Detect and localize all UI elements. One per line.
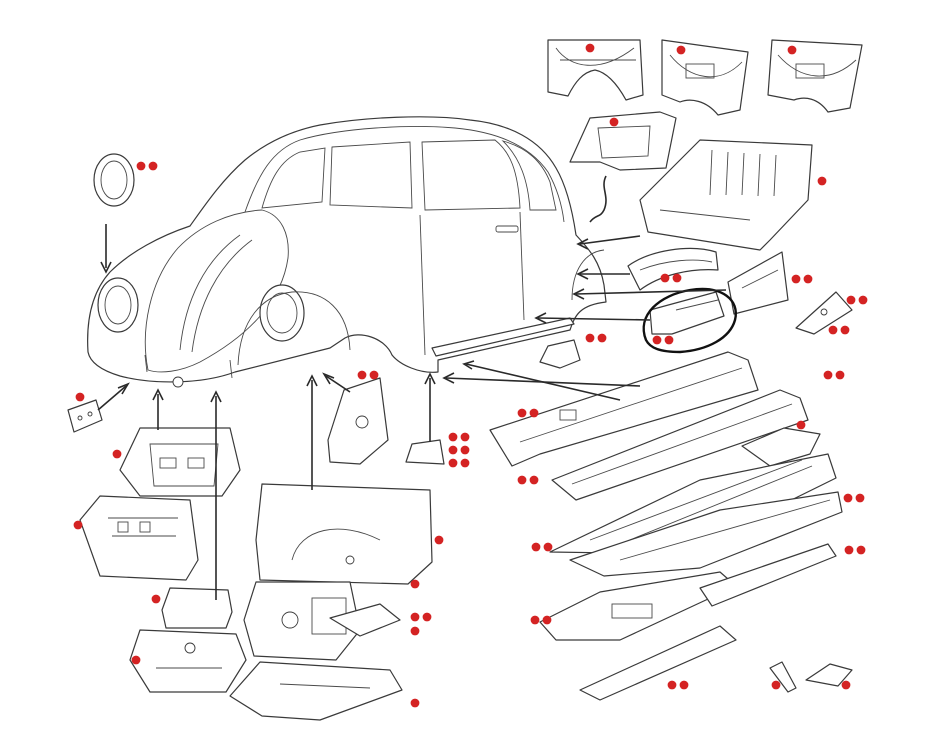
marker-dot-floor-pan-half-right (855, 493, 865, 503)
marker-dot-floor-pan-half-left (823, 370, 833, 380)
marker-dot-floor-pan-half-left (835, 370, 845, 380)
marker-dot (542, 615, 552, 625)
marker-dot-front-wheel-housing (369, 370, 379, 380)
marker-dot-front-axle-beam-support (434, 535, 444, 545)
marker-dot-front-lower-valance (73, 520, 83, 530)
marker-dot-front-wheel-housing (357, 370, 367, 380)
marker-dot-heater-channel-right (517, 475, 527, 485)
marker-dot-frame-head-cover (410, 698, 420, 708)
marker-dot-hinge-pillar (448, 445, 458, 455)
marker-dot-floor-pan-center (531, 542, 541, 552)
marker-dot-hinge-pillar (448, 432, 458, 442)
front-upper-valance (119, 427, 241, 497)
marker-dot-front-upper-valance (112, 449, 122, 459)
heater-channel-left (489, 351, 759, 467)
bolt (769, 661, 797, 693)
marker-dot-jacking-point-patch (585, 333, 595, 343)
floor-pan-rear-strip (579, 543, 837, 701)
marker-dot-lower-front-valance (131, 655, 141, 665)
marker-dot (410, 626, 420, 636)
marker-dot (846, 295, 856, 305)
marker-dot (667, 680, 677, 690)
front-apron-variant-a (547, 39, 644, 101)
marker-dot-front-bumper-bracket (75, 392, 85, 402)
jacking-point-patch (539, 339, 581, 369)
marker-dot-headlight-bucket (148, 161, 158, 171)
marker-dot-heater-channel-left (517, 408, 527, 418)
front-apron-variant-c (767, 39, 863, 113)
frame-head (243, 581, 361, 661)
marker-dot-rear-quarter-panel (791, 274, 801, 284)
marker-dot-battery-tray (796, 420, 806, 430)
marker-dot-floor-pan-half-right (843, 493, 853, 503)
marker-dot-floor-pan-center (543, 542, 553, 552)
rear-wheel-housing-inner (327, 377, 389, 465)
marker-dot-heater-channel-right (529, 475, 539, 485)
marker-dot-heater-channel-bracket (609, 117, 619, 127)
spare-wheel-well (161, 587, 233, 629)
marker-dot-bolt (771, 680, 781, 690)
highlight-circle (642, 287, 738, 354)
front-lower-valance (79, 495, 199, 581)
marker-dot-front-apron-variant-a (585, 43, 595, 53)
marker-dot (858, 295, 868, 305)
heater-channel-right (551, 389, 809, 501)
rear-torsion-housing (795, 291, 853, 335)
callout-arrows (97, 175, 727, 600)
part-markers (73, 43, 868, 708)
marker-dot-rear-torsion-housing (828, 325, 838, 335)
marker-dot-heater-channel-patch (652, 335, 662, 345)
marker-dot-jacking-point-patch (597, 333, 607, 343)
rear-wheel-housing (627, 247, 719, 291)
marker-dot (679, 680, 689, 690)
rear-floor-panel (639, 139, 813, 251)
front-bumper-bracket (67, 399, 103, 433)
front-axle-beam-support (255, 483, 433, 585)
marker-dot-headlight-bucket (136, 161, 146, 171)
marker-dot-rear-floor-panel (817, 176, 827, 186)
lower-front-valance (129, 629, 247, 693)
marker-dot-rear-wheel-housing (660, 273, 670, 283)
marker-dot-front-apron-variant-c (787, 45, 797, 55)
marker-dot-floor-pan-rear-strip (844, 545, 854, 555)
headlight-bucket (93, 153, 135, 207)
marker-dot-hinge-pillar (460, 445, 470, 455)
heater-channel-bracket (569, 111, 677, 171)
marker-dot-frame-head (422, 612, 432, 622)
marker-dot-spare-wheel-well (151, 594, 161, 604)
marker-dot (530, 615, 540, 625)
floor-pan-center (539, 571, 737, 641)
hinge-pillar (405, 439, 445, 465)
heater-channel-patch (649, 291, 725, 335)
marker-dot-front-floor-plate (410, 579, 420, 589)
marker-dot-floor-pan-rear-strip (856, 545, 866, 555)
battery-tray (741, 427, 821, 467)
marker-dot-rear-quarter-panel (803, 274, 813, 284)
marker-dot-front-apron-variant-b (676, 45, 686, 55)
front-apron-variant-b (661, 39, 749, 116)
marker-dot-hinge-pillar (460, 458, 470, 468)
marker-dot-heater-channel-left (529, 408, 539, 418)
marker-dot-frame-head (410, 612, 420, 622)
rear-quarter-panel (727, 251, 789, 315)
frame-head-cover (229, 661, 403, 721)
captive-nut-plate (805, 663, 853, 687)
marker-dot-captive-nut-plate (841, 680, 851, 690)
marker-dot-hinge-pillar (448, 458, 458, 468)
floor-pan-half-right (569, 491, 843, 577)
beetle-body-shell (87, 116, 607, 388)
marker-dot-hinge-pillar (460, 432, 470, 442)
marker-dot-rear-torsion-housing (840, 325, 850, 335)
marker-dot-heater-channel-patch (664, 335, 674, 345)
front-floor-plate (329, 603, 401, 637)
marker-dot-rear-wheel-housing (672, 273, 682, 283)
